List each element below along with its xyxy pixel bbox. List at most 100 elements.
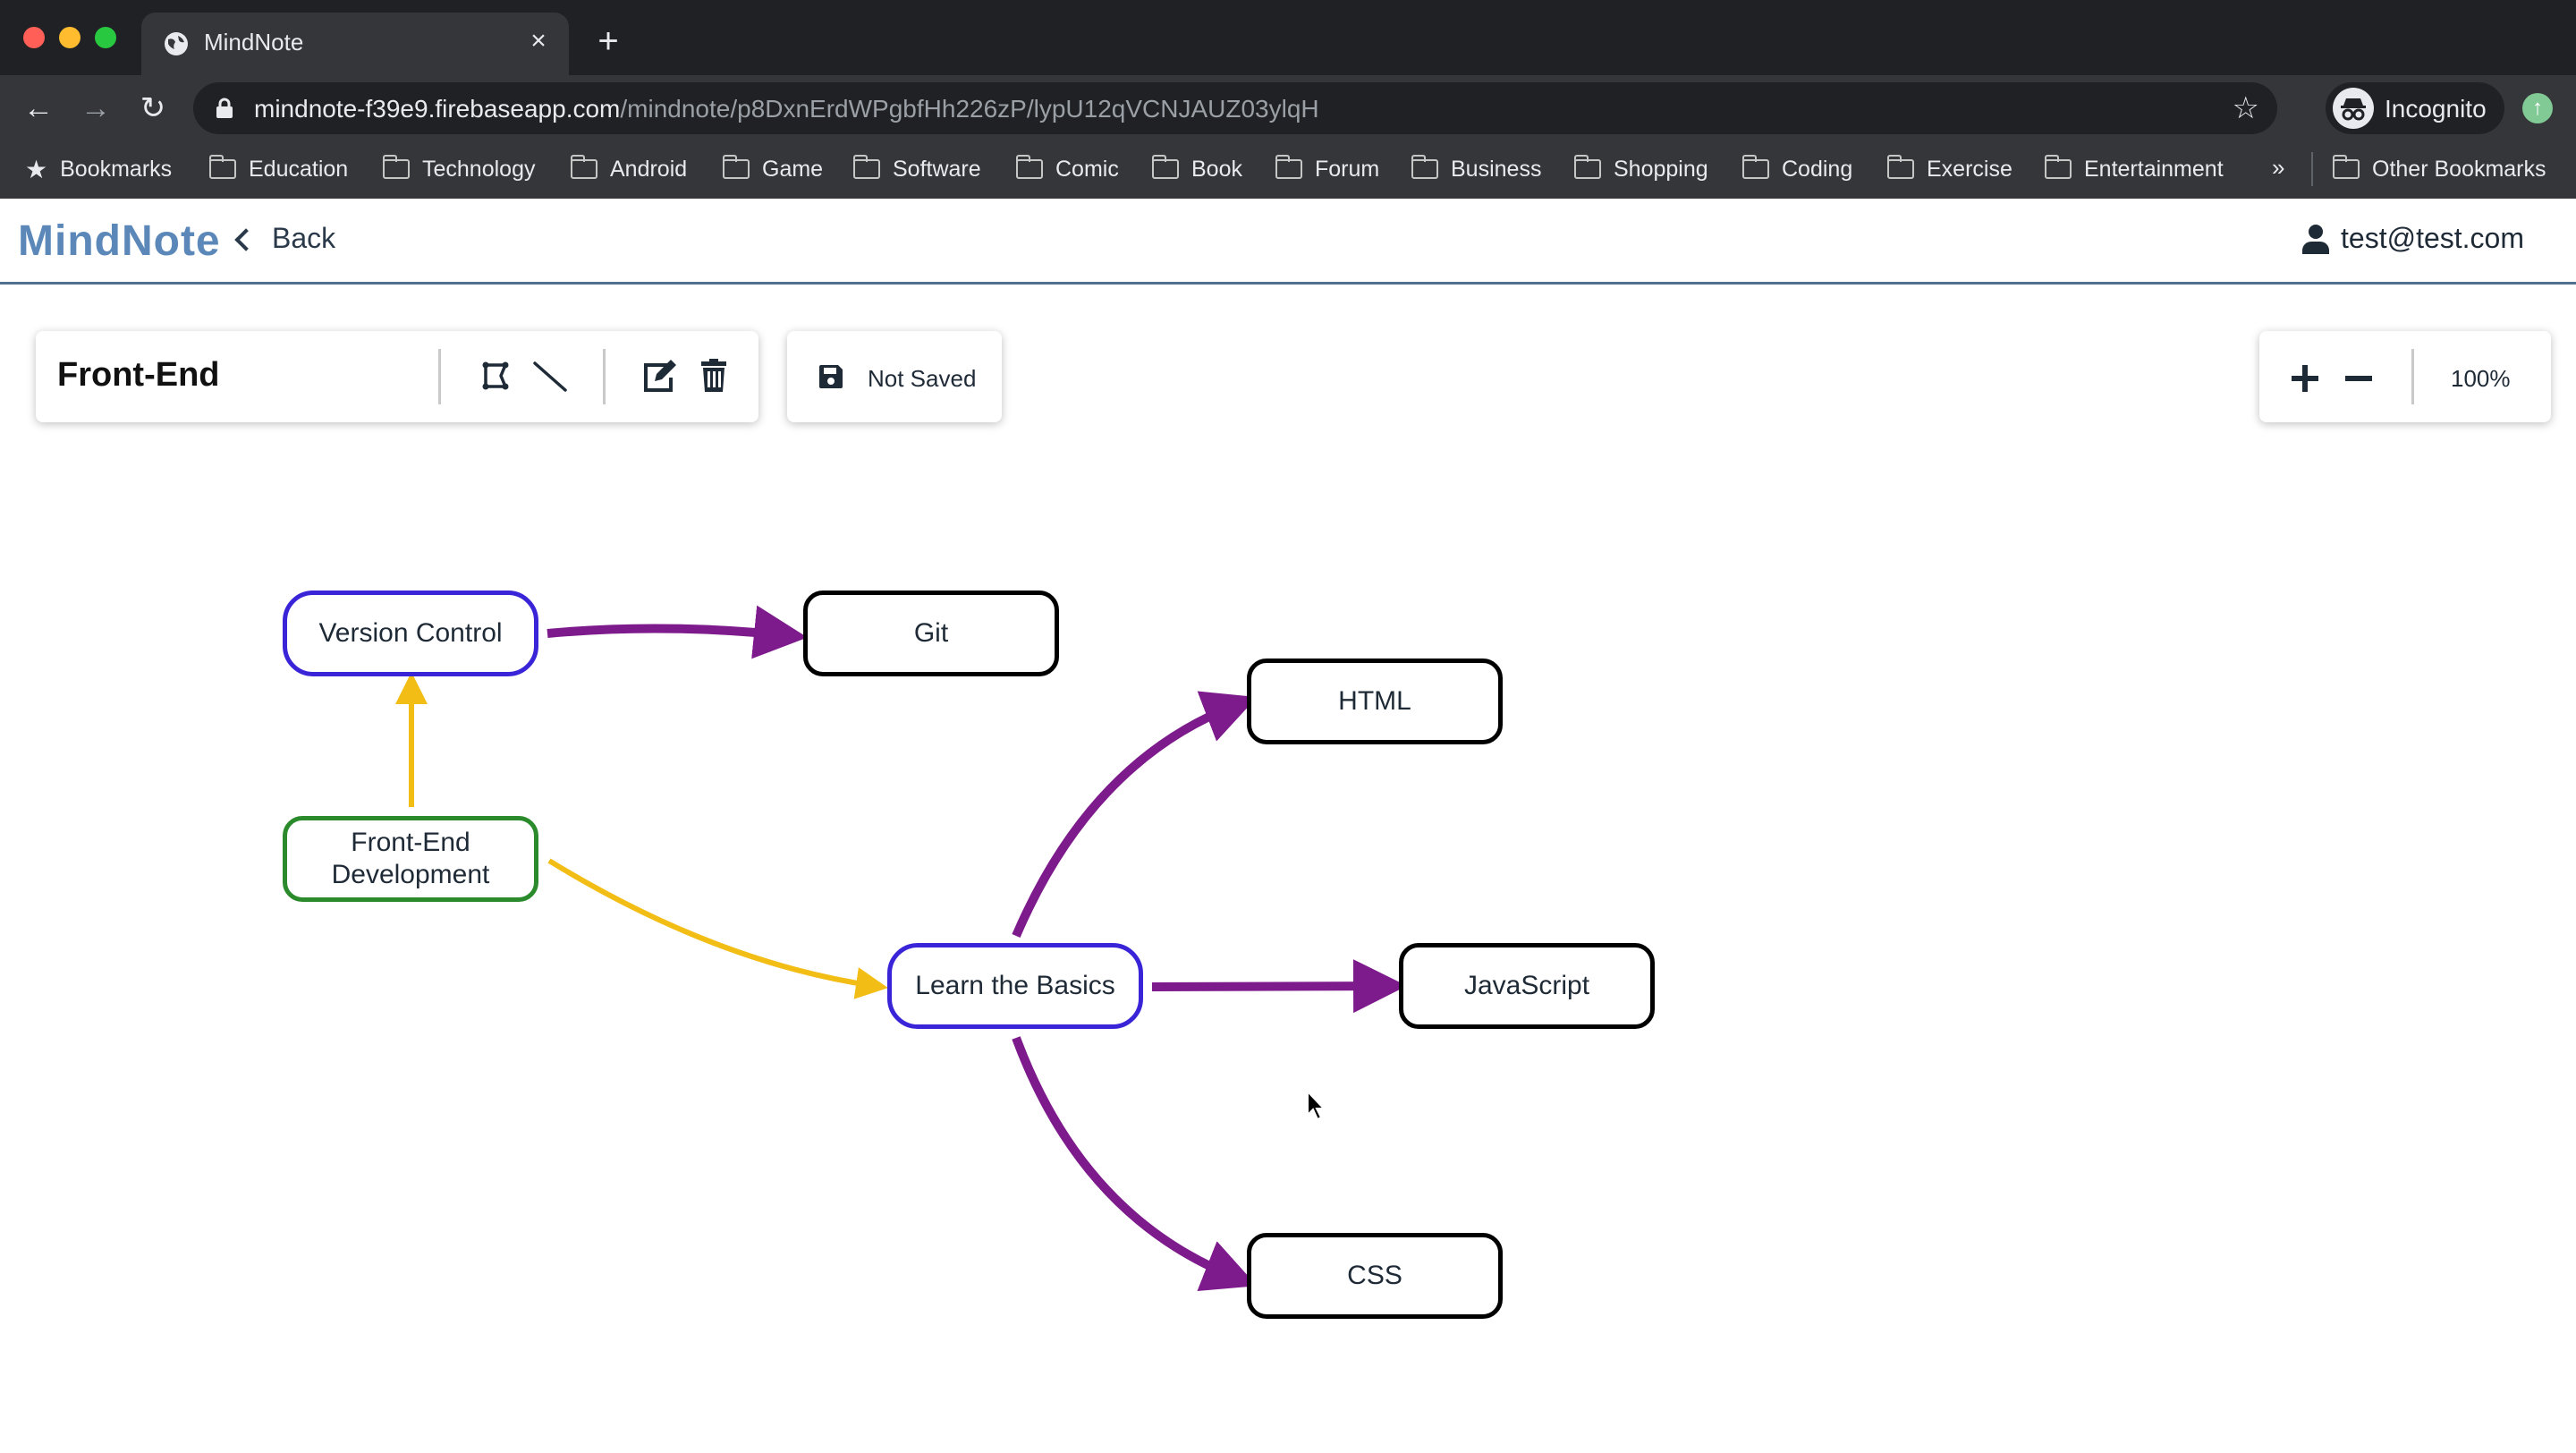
bookmark-folder-other[interactable]: Other Bookmarks — [2332, 149, 2546, 190]
save-icon — [819, 365, 843, 388]
url-path: /mindnote/p8DxnErdWPgbfHh226zP/lypU12qVC… — [620, 95, 1319, 123]
bookmark-label: Other Bookmarks — [2372, 156, 2546, 182]
bookmark-folder-business[interactable]: Business — [1411, 149, 1541, 190]
edge-layer — [395, 605, 1407, 1292]
bookmark-folder-software[interactable]: Software — [852, 149, 981, 190]
bookmarks-overflow-button[interactable]: » — [2272, 154, 2285, 181]
bookmark-folder-exercise[interactable]: Exercise — [1886, 149, 2012, 190]
bookmark-folder-forum[interactable]: Forum — [1275, 149, 1379, 190]
mindmap-canvas[interactable]: Version Control Git HTML Front-End Devel… — [0, 286, 2576, 1453]
save-panel[interactable]: Not Saved — [787, 331, 1002, 422]
user-menu[interactable]: test@test.com — [2301, 222, 2524, 255]
zoom-panel: 100% — [2259, 331, 2551, 422]
bookmark-label: Comic — [1055, 156, 1119, 182]
folder-icon — [1573, 155, 1601, 179]
node-css[interactable]: CSS — [1247, 1233, 1503, 1319]
edge-frontend-to-learn-basics[interactable] — [547, 858, 888, 999]
document-title[interactable]: Front-End — [57, 356, 220, 394]
browser-toolbar: ← → ↻ mindnote-f39e9.firebaseapp.com/min… — [0, 75, 2576, 141]
folder-icon — [2332, 155, 2360, 179]
bookmark-label: Coding — [1782, 156, 1853, 182]
star-icon: ★ — [25, 155, 48, 183]
document-toolbar: Front-End — [36, 331, 758, 422]
folder-icon — [1015, 155, 1043, 179]
bookmark-label: Exercise — [1927, 156, 2012, 182]
forward-arrow-icon[interactable]: → — [80, 91, 111, 125]
bookmark-bookmarks[interactable]: ★ Bookmarks — [25, 149, 172, 190]
folder-icon — [1151, 155, 1179, 179]
toolbar-divider — [2411, 349, 2414, 404]
back-button[interactable]: Back — [234, 222, 336, 255]
globe-icon — [165, 32, 188, 55]
edge-learn-basics-to-javascript[interactable] — [1151, 959, 1407, 1014]
folder-icon — [570, 155, 597, 179]
back-label: Back — [272, 222, 336, 254]
bookmark-label: Education — [249, 156, 349, 182]
folder-icon — [1275, 155, 1302, 179]
folder-icon — [382, 155, 410, 179]
bookmark-folder-game[interactable]: Game — [722, 149, 824, 190]
chevron-left-icon — [234, 227, 258, 251]
folder-icon — [208, 155, 236, 179]
bookmark-label: Shopping — [1614, 156, 1708, 182]
bookmark-folder-shopping[interactable]: Shopping — [1573, 149, 1708, 190]
bookmarks-bar: ★ Bookmarks Education Technology Android… — [0, 141, 2576, 199]
user-icon — [2302, 224, 2330, 254]
bookmark-folder-comic[interactable]: Comic — [1015, 149, 1119, 190]
bookmark-folder-coding[interactable]: Coding — [1741, 149, 1853, 190]
maximize-window-button[interactable] — [95, 27, 116, 48]
new-tab-button[interactable]: + — [597, 21, 619, 61]
zoom-out-icon[interactable] — [2345, 365, 2372, 392]
bookmark-label: Business — [1451, 156, 1542, 182]
node-html[interactable]: HTML — [1247, 659, 1503, 744]
address-bar[interactable]: mindnote-f39e9.firebaseapp.com/mindnote/… — [193, 82, 2277, 134]
incognito-label: Incognito — [2385, 95, 2487, 123]
incognito-profile-button[interactable]: Incognito — [2326, 82, 2504, 134]
bookmark-label: Bookmarks — [60, 156, 173, 182]
url-host: mindnote-f39e9.firebaseapp.com — [254, 95, 621, 123]
bookmark-star-icon[interactable]: ☆ — [2232, 91, 2259, 125]
toolbar-divider — [438, 349, 441, 404]
bookmark-label: Technology — [422, 156, 536, 182]
folder-icon — [2044, 155, 2072, 179]
edge-learn-basics-to-css[interactable] — [1012, 1036, 1258, 1292]
add-node-icon[interactable] — [478, 358, 513, 394]
bookmark-label: Android — [610, 156, 688, 182]
node-front-end-development[interactable]: Front-End Development — [283, 816, 538, 902]
bookmark-folder-technology[interactable]: Technology — [382, 149, 536, 190]
bookmark-label: Game — [762, 156, 824, 182]
browser-tab-strip: MindNote × + — [0, 0, 2576, 75]
node-learn-the-basics[interactable]: Learn the Basics — [887, 943, 1143, 1029]
close-window-button[interactable] — [23, 27, 45, 48]
bookmarks-divider — [2311, 152, 2313, 186]
bookmark-folder-entertainment[interactable]: Entertainment — [2044, 149, 2224, 190]
back-arrow-icon[interactable]: ← — [23, 91, 54, 125]
edit-icon[interactable] — [640, 358, 676, 394]
bookmark-folder-book[interactable]: Book — [1151, 149, 1242, 190]
browser-tab[interactable]: MindNote × — [141, 13, 569, 75]
node-javascript[interactable]: JavaScript — [1399, 943, 1655, 1029]
node-git[interactable]: Git — [803, 591, 1059, 676]
edge-learn-basics-to-html[interactable] — [1012, 691, 1258, 938]
url-text: mindnote-f39e9.firebaseapp.com/mindnote/… — [254, 95, 1319, 123]
bookmark-folder-android[interactable]: Android — [570, 149, 688, 190]
app-logo[interactable]: MindNote — [18, 217, 221, 265]
reload-icon[interactable]: ↻ — [140, 91, 166, 125]
connect-line-icon[interactable] — [531, 358, 567, 394]
close-tab-icon[interactable]: × — [530, 26, 547, 55]
zoom-in-icon[interactable] — [2292, 365, 2318, 392]
folder-icon — [722, 155, 750, 179]
mouse-cursor-icon — [1307, 1090, 1326, 1121]
edge-version-control-to-git[interactable] — [547, 605, 808, 659]
bookmark-label: Entertainment — [2084, 156, 2224, 182]
folder-icon — [1741, 155, 1769, 179]
user-email: test@test.com — [2341, 222, 2524, 254]
tab-title: MindNote — [204, 29, 304, 55]
minimize-window-button[interactable] — [59, 27, 80, 48]
update-icon[interactable]: ↑ — [2522, 93, 2553, 123]
bookmark-folder-education[interactable]: Education — [208, 149, 349, 190]
trash-icon[interactable] — [696, 358, 732, 394]
bookmark-label: Book — [1191, 156, 1242, 182]
node-version-control[interactable]: Version Control — [283, 591, 538, 676]
save-status: Not Saved — [868, 365, 977, 392]
